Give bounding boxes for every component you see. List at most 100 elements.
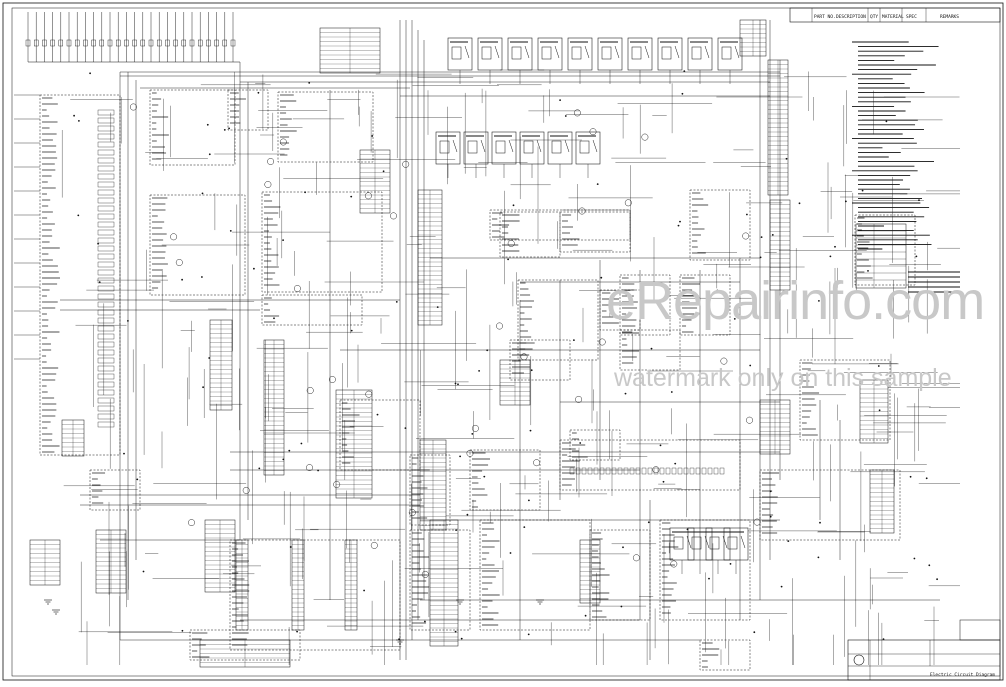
- junction-dot: [363, 589, 365, 592]
- junction-dot: [915, 255, 918, 258]
- junction-dot: [223, 129, 226, 131]
- terminal: [689, 467, 695, 475]
- relay-coil: [481, 46, 492, 60]
- component-box: [277, 91, 374, 163]
- component-box: [261, 191, 383, 293]
- reference-balloon: [293, 285, 301, 292]
- component-box: [149, 194, 246, 296]
- junction-dot: [729, 563, 732, 565]
- reference-balloon: [624, 199, 632, 207]
- junction-dot: [579, 442, 582, 444]
- junction-dot: [759, 256, 762, 259]
- junction-dot: [201, 276, 203, 278]
- relay-coil: [709, 536, 720, 550]
- junction-dot: [296, 630, 298, 633]
- junction-dot: [395, 301, 398, 303]
- junction-dot: [780, 585, 783, 588]
- junction-dot: [769, 515, 772, 518]
- connector: [199, 639, 291, 668]
- junction-dot: [817, 556, 820, 559]
- terminal: [97, 173, 115, 180]
- drawing-title: Electric Circuit Diagram: [930, 672, 995, 678]
- fuse: [58, 39, 63, 47]
- component-box: [409, 454, 451, 526]
- terminal: [97, 109, 115, 116]
- header-label-desc: DESCRIPTION: [836, 14, 866, 20]
- terminal: [695, 467, 701, 475]
- junction-dot: [650, 347, 653, 350]
- junction-dot: [398, 638, 400, 641]
- reference-balloon: [507, 240, 515, 247]
- terminal: [97, 245, 115, 252]
- relay-contact: [564, 139, 570, 153]
- relay-frame: [627, 37, 653, 71]
- junction-dot: [928, 564, 931, 567]
- junction-dot: [454, 630, 457, 633]
- component-box: [559, 211, 631, 253]
- fuse: [124, 39, 129, 47]
- relay-contact: [452, 139, 458, 153]
- junction-dot: [882, 638, 885, 640]
- junction-dot: [350, 195, 353, 198]
- junction-dot: [798, 202, 801, 205]
- junction-dot: [527, 633, 530, 636]
- junction-dot: [181, 629, 184, 632]
- component-box: [469, 449, 541, 511]
- relay-frame: [463, 131, 489, 165]
- terminal: [617, 467, 623, 475]
- component-box: [39, 94, 121, 456]
- terminal: [653, 467, 659, 475]
- reference-balloon: [641, 133, 649, 141]
- header-label-part: PART NO.: [814, 14, 836, 20]
- fuse: [74, 39, 80, 47]
- terminal: [97, 165, 115, 172]
- fuse: [99, 39, 105, 47]
- component-box: [559, 439, 741, 491]
- junction-dot: [282, 239, 284, 242]
- reference-balloon: [533, 459, 541, 467]
- relay: [717, 37, 743, 84]
- relay-contact: [480, 139, 486, 153]
- relay: [627, 37, 653, 84]
- terminal: [97, 133, 115, 140]
- component-box: [854, 214, 916, 286]
- junction-dot: [376, 413, 379, 416]
- terminal: [97, 181, 115, 188]
- junction-dot: [861, 189, 864, 192]
- header-label-material: MATERIAL: [882, 14, 904, 20]
- relay-coil: [541, 46, 552, 60]
- terminal: [97, 349, 115, 356]
- terminal: [701, 467, 707, 475]
- relay: [537, 37, 563, 84]
- relay-contact: [686, 535, 692, 549]
- component-box: [569, 429, 621, 461]
- fuse: [214, 39, 219, 47]
- junction-dot: [845, 200, 847, 203]
- relay-frame: [597, 37, 623, 71]
- connector: [769, 199, 791, 291]
- junction-dot: [749, 364, 752, 367]
- junction-dot: [683, 70, 686, 72]
- relay: [597, 37, 623, 84]
- relay: [575, 131, 601, 178]
- fuse: [156, 39, 162, 47]
- header-label-qty: QTY: [870, 14, 878, 20]
- relay-contact: [508, 139, 514, 153]
- junction-dot: [512, 204, 515, 207]
- junction-dot: [350, 329, 353, 332]
- fuse: [42, 39, 47, 47]
- relay: [463, 131, 489, 178]
- junction-dot: [98, 281, 101, 283]
- fuse: [165, 39, 170, 47]
- relay-coil: [691, 46, 702, 60]
- relay-frame: [507, 37, 533, 71]
- junction-dot: [834, 245, 836, 248]
- reference-balloon: [753, 518, 761, 526]
- component-box: [599, 289, 641, 331]
- relay: [705, 527, 731, 574]
- relay-contact: [704, 535, 710, 549]
- relay-coil: [727, 536, 738, 550]
- junction-dot: [559, 99, 561, 101]
- junction-dot: [208, 357, 211, 359]
